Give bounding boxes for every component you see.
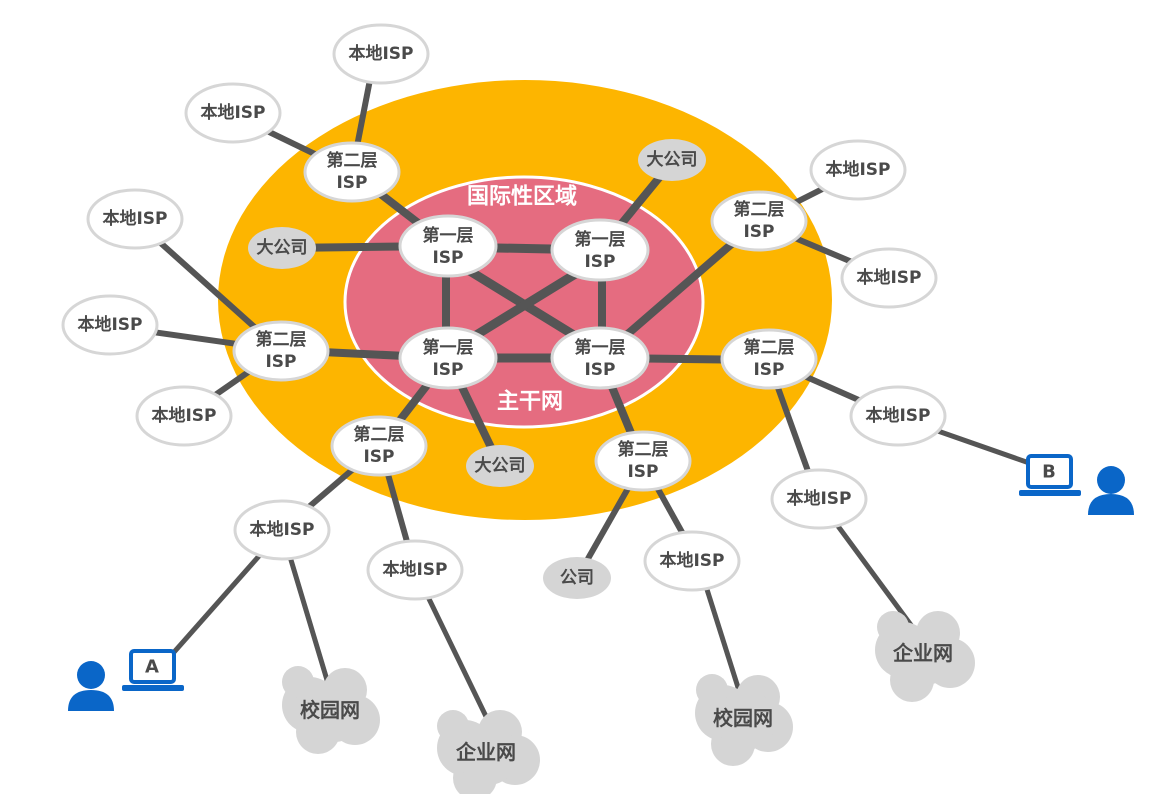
tier2-label-line1: 第二层 [744, 337, 795, 358]
tier1-label-line1: 第一层 [575, 337, 626, 358]
local-isp-label: 本地ISP [151, 405, 216, 426]
tier1-isp-node[interactable]: 第一层 ISP [550, 326, 650, 390]
user-icon [1088, 466, 1134, 515]
company-node[interactable]: 大公司 [466, 445, 534, 487]
company-label: 大公司 [257, 237, 308, 258]
tier2-label-line1: 第二层 [327, 150, 378, 171]
local-isp-node[interactable]: 本地ISP [770, 468, 868, 530]
local-isp-label: 本地ISP [249, 519, 314, 540]
tier1-label-line2: ISP [432, 360, 463, 380]
local-isp-label: 本地ISP [786, 488, 851, 509]
local-isp-label: 本地ISP [659, 550, 724, 571]
company-label: 大公司 [475, 455, 526, 476]
host-a-label: A [145, 657, 159, 678]
cloud-label: 校园网 [300, 698, 360, 722]
tier2-label-line2: ISP [363, 447, 394, 467]
tier2-isp-node[interactable]: 第二层 ISP [710, 190, 808, 252]
tier2-label-line2: ISP [753, 360, 784, 380]
host-b-label: B [1042, 462, 1056, 483]
tier2-label-line2: ISP [743, 222, 774, 242]
cloud-label: 企业网 [455, 740, 516, 764]
host-b[interactable]: B [1019, 454, 1134, 515]
local-isp-node[interactable]: 本地ISP [809, 139, 907, 201]
local-isp-node[interactable]: 本地ISP [366, 539, 464, 601]
tier2-label-line1: 第二层 [354, 424, 405, 445]
tier2-isp-node[interactable]: 第二层 ISP [330, 415, 428, 477]
cloud-enterprise-network[interactable]: 企业网 [437, 710, 540, 794]
user-icon [68, 661, 114, 711]
label-international-region: 国际性区域 [467, 184, 577, 210]
host-a[interactable]: A [68, 649, 184, 711]
tier2-label-line1: 第二层 [734, 199, 785, 220]
company-node[interactable]: 大公司 [638, 139, 706, 181]
tier1-isp-node[interactable]: 第一层 ISP [398, 326, 498, 390]
cloud-label: 校园网 [713, 706, 773, 730]
local-isp-node[interactable]: 本地ISP [135, 385, 233, 447]
laptop-icon [1019, 454, 1081, 496]
tier2-isp-node[interactable]: 第二层 ISP [303, 141, 401, 203]
local-isp-node[interactable]: 本地ISP [849, 385, 947, 447]
local-isp-label: 本地ISP [382, 559, 447, 580]
local-isp-node[interactable]: 本地ISP [332, 23, 430, 85]
local-isp-label: 本地ISP [856, 267, 921, 288]
laptop-icon [122, 649, 184, 691]
tier1-isp-node[interactable]: 第一层 ISP [398, 214, 498, 278]
tier2-isp-node[interactable]: 第二层 ISP [232, 320, 330, 382]
local-isp-label: 本地ISP [865, 405, 930, 426]
local-isp-label: 本地ISP [825, 159, 890, 180]
tier1-label-line2: ISP [432, 248, 463, 268]
company-label: 大公司 [647, 149, 698, 170]
company-node[interactable]: 大公司 [248, 227, 316, 269]
local-isp-node[interactable]: 本地ISP [61, 294, 159, 356]
tier2-isp-node[interactable]: 第二层 ISP [720, 328, 818, 390]
tier1-label-line1: 第一层 [423, 337, 474, 358]
company-label: 公司 [560, 568, 594, 588]
tier2-label-line2: ISP [265, 352, 296, 372]
cloud-campus-network[interactable]: 校园网 [282, 666, 380, 754]
local-isp-label: 本地ISP [200, 102, 265, 123]
tier2-label-line1: 第二层 [618, 439, 669, 460]
tier1-label-line1: 第一层 [575, 229, 626, 250]
tier1-isp-node[interactable]: 第一层 ISP [550, 218, 650, 282]
tier1-label-line1: 第一层 [423, 225, 474, 246]
cloud-label: 企业网 [892, 641, 953, 665]
local-isp-node[interactable]: 本地ISP [86, 188, 184, 250]
tier2-isp-node[interactable]: 第二层 ISP [594, 430, 692, 492]
label-backbone: 主干网 [497, 390, 563, 415]
tier2-label-line2: ISP [627, 462, 658, 482]
local-isp-node[interactable]: 本地ISP [184, 82, 282, 144]
local-isp-label: 本地ISP [348, 43, 413, 64]
local-isp-node[interactable]: 本地ISP [643, 530, 741, 592]
local-isp-node[interactable]: 本地ISP [840, 247, 938, 309]
local-isp-node[interactable]: 本地ISP [233, 499, 331, 561]
tier1-label-line2: ISP [584, 360, 615, 380]
cloud-enterprise-network[interactable]: 企业网 [875, 611, 975, 702]
tier2-label-line1: 第二层 [256, 329, 307, 350]
local-isp-label: 本地ISP [77, 314, 142, 335]
company-node[interactable]: 公司 [543, 557, 611, 599]
local-isp-label: 本地ISP [102, 208, 167, 229]
tier2-label-line2: ISP [336, 173, 367, 193]
cloud-campus-network[interactable]: 校园网 [695, 674, 793, 766]
tier1-label-line2: ISP [584, 252, 615, 272]
